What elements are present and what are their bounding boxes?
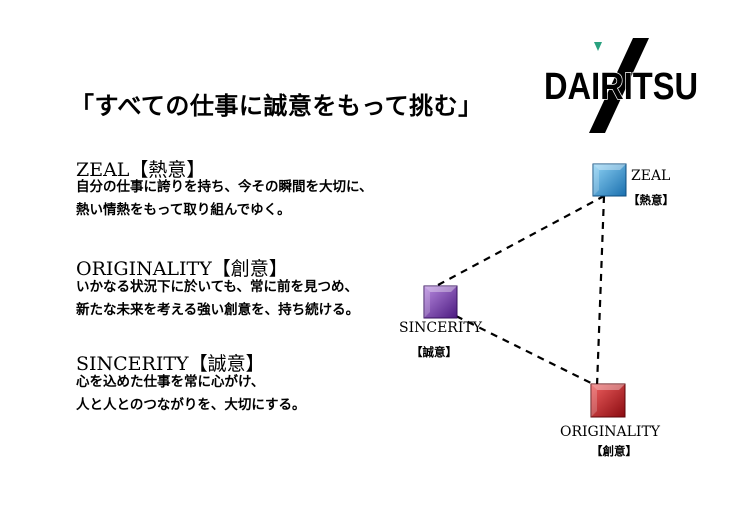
originality-sub-label: 【創意】 — [591, 444, 637, 458]
sincerity-sub-label: 【誠意】 — [411, 345, 457, 359]
section-line: いかなる状況下に於いても、常に前を見つめ、 — [76, 279, 359, 295]
section-body-originality: いかなる状況下に於いても、常に前を見つめ、 新たな未来を考える強い創意を、持ち続… — [76, 276, 359, 322]
section-line: 心を込めた仕事を常に心がけ、 — [76, 374, 265, 390]
zeal-node-icon — [592, 163, 627, 197]
originality-node-icon — [590, 383, 626, 418]
edge-zeal-originality — [595, 195, 606, 387]
zeal-label: ZEAL — [631, 168, 671, 184]
section-line: 人と人とのつながりを、大切にする。 — [76, 397, 306, 413]
section-line: 自分の仕事に誇りを持ち、今その瞬間を大切に、 — [76, 179, 373, 195]
edge-sincerity-zeal — [437, 195, 605, 286]
section-title-originality: ORIGINALITY【創意】 — [76, 258, 288, 280]
sincerity-node-icon — [423, 285, 458, 319]
section-line: 新たな未来を考える強い創意を、持ち続ける。 — [76, 302, 360, 318]
section-title-zeal: ZEAL【熱意】 — [76, 159, 206, 181]
originality-label: ORIGINALITY — [560, 424, 661, 440]
section-line: 熱い情熱をもって取り組んでゆく。 — [76, 202, 291, 218]
section-title-sincerity: SINCERITY【誠意】 — [76, 353, 265, 375]
zeal-sub-label: 【熱意】 — [628, 193, 674, 207]
logo-text: DAIRITSU — [544, 66, 698, 108]
headline: 「すべての仕事に誠意をもって挑む」 — [70, 91, 483, 120]
company-logo: DAIRITSU — [541, 38, 701, 133]
section-body-zeal: 自分の仕事に誇りを持ち、今その瞬間を大切に、 熱い情熱をもって取り組んでゆく。 — [76, 176, 373, 222]
edge-sincerity-originality — [455, 315, 598, 387]
section-body-sincerity: 心を込めた仕事を常に心がけ、 人と人とのつながりを、大切にする。 — [76, 371, 306, 417]
sincerity-label: SINCERITY — [399, 320, 482, 336]
